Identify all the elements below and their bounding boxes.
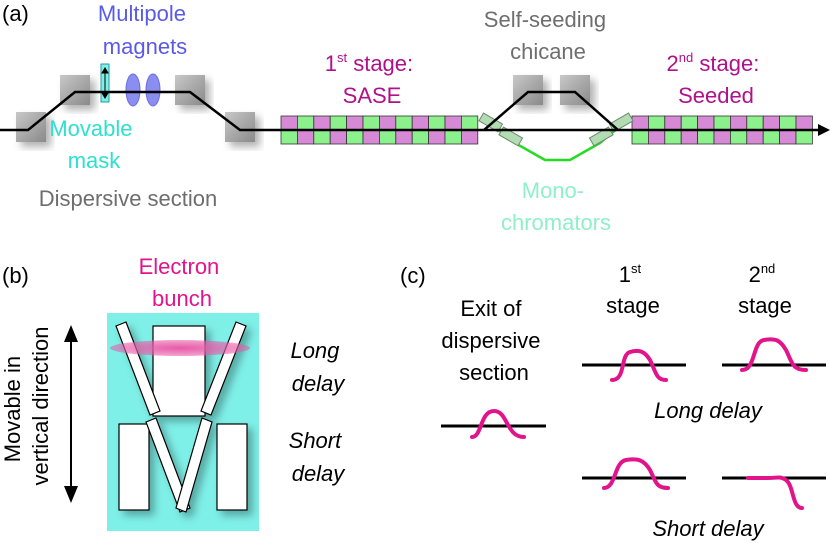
panel-a-label: (a) (2, 1, 29, 26)
undulator-cell (762, 129, 781, 145)
vertical-double-arrow-icon (64, 325, 78, 503)
undulator-stage1 (280, 115, 479, 145)
undulator-cell (428, 129, 446, 145)
undulator-cell (444, 129, 462, 145)
monochromator-beam (487, 121, 626, 162)
undulator-cell (730, 115, 748, 131)
undulator-cell (460, 115, 479, 131)
movable-vertical-label: Movable in vertical direction (0, 327, 53, 486)
short-delay-slit-left (145, 417, 191, 513)
undulator-cell (313, 115, 331, 131)
dispersive-section-label: Dispersive section (39, 186, 218, 211)
short-delay-block-left (118, 423, 150, 511)
stage1-label: 1st stage: SASE (325, 50, 420, 108)
undulator-cell (313, 129, 331, 145)
stage2-label: 2nd stage: Seeded (667, 50, 766, 108)
undulator-cell (631, 129, 649, 145)
c-long-delay-label: Long delay (654, 398, 764, 423)
undulator-cell (779, 129, 797, 145)
undulator-cell (746, 129, 764, 145)
undulator-cell (411, 115, 430, 131)
b-short-delay-label: Short delay (289, 428, 348, 486)
multipole-label: Multipole magnets (98, 1, 192, 59)
dipole-magnet (225, 112, 255, 142)
undulator-cell (378, 129, 397, 145)
c-short-delay-label: Short delay (652, 516, 765, 541)
long-delay-slot (152, 325, 206, 417)
undulator-cell (296, 129, 315, 145)
undulator-cell (779, 115, 797, 131)
electron-path-dispersive (0, 90, 262, 132)
undulator-cell (411, 129, 430, 145)
undulator-cell (329, 129, 348, 145)
undulator-cell (648, 115, 666, 131)
undulator-cell (395, 115, 413, 131)
undulator-cell (280, 129, 298, 145)
undulator-cell (631, 115, 649, 131)
panel-c-label: (c) (400, 263, 426, 288)
undulator-cell (444, 115, 462, 131)
chicane-label: Self-seeding chicane (484, 7, 612, 64)
chicane-magnets (513, 75, 590, 105)
b-long-delay-label: Long delay (290, 338, 346, 396)
undulator-cell (730, 129, 748, 145)
undulator-cell (346, 115, 364, 131)
undulator-cell (680, 129, 699, 145)
c-stage2-label: 2nd stage (738, 253, 792, 318)
pulse-stage1-long (582, 348, 686, 382)
electron-bunch (110, 340, 250, 356)
undulator-cell (460, 129, 479, 145)
undulator-cell (746, 115, 764, 131)
undulator-cell (664, 115, 682, 131)
monochromator-crystals (478, 112, 634, 147)
undulator-cell (713, 115, 731, 131)
beam-arrow-icon (818, 124, 830, 136)
exit-label: Exit of dispersive section (441, 296, 546, 385)
undulator-cell (713, 129, 731, 145)
undulator-cell (378, 115, 397, 131)
mask-block (107, 313, 259, 531)
undulator-cell (697, 115, 715, 131)
pulse-stage1-short (582, 457, 686, 490)
electron-bunch-label: Electron bunch (139, 254, 226, 311)
short-delay-slit-right (175, 417, 213, 513)
undulator-cell (296, 115, 315, 131)
multipole-magnet (125, 73, 141, 107)
undulator-cell (395, 129, 413, 145)
undulator-cell (697, 129, 715, 145)
c-stage1-label: 1st stage (606, 253, 660, 318)
undulator-cell (280, 115, 298, 131)
undulator-cell (428, 115, 446, 131)
undulator-cell (795, 129, 813, 145)
short-delay-block-right (216, 423, 248, 511)
undulator-cell (680, 115, 699, 131)
undulator-cell (346, 129, 364, 145)
panel-b-label: (b) (2, 263, 29, 288)
monochromators-label: Mono- chromators (501, 178, 611, 235)
undulator-cell (362, 129, 380, 145)
undulator-cell (795, 115, 813, 131)
electron-path-chicane (483, 90, 619, 131)
undulator-cell (648, 129, 666, 145)
movable-mask-label: Movable mask (49, 116, 138, 173)
multipole-magnet (145, 73, 161, 107)
undulator-cell (762, 115, 781, 131)
pulse-exit (441, 408, 546, 439)
undulator-cell (664, 129, 682, 145)
undulator-cell (362, 115, 380, 131)
pulse-stage2-short (722, 475, 826, 510)
pulse-stage2-long (722, 337, 826, 372)
undulator-cell (329, 115, 348, 131)
dispersive-magnets (16, 75, 255, 142)
